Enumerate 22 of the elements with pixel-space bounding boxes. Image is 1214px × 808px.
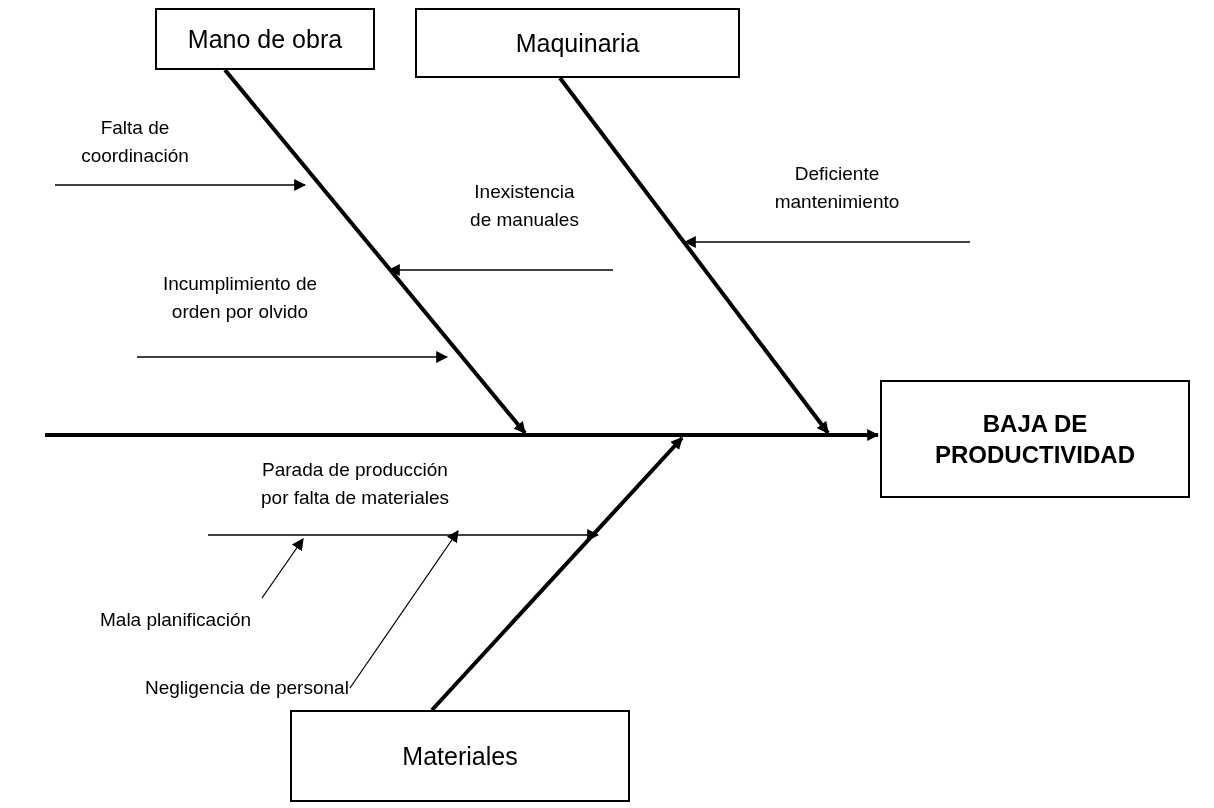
category-box: Maquinaria xyxy=(415,8,740,78)
arrow xyxy=(261,538,304,599)
arrow xyxy=(349,530,459,689)
arrow xyxy=(430,436,684,712)
category-box: Mano de obra xyxy=(155,8,375,70)
arrow xyxy=(207,529,600,541)
cause-label: Inexistencia de manuales xyxy=(462,178,587,234)
cause-label: Parada de producción por falta de materiales xyxy=(255,456,455,512)
effect-box: BAJA DE PRODUCTIVIDAD xyxy=(880,380,1190,498)
cause-label: Deficiente mantenimiento xyxy=(762,160,912,216)
cause-label: Falta de coordinación xyxy=(55,114,215,170)
arrow xyxy=(683,236,971,248)
cause-label: Negligencia de personal xyxy=(145,674,349,702)
arrow xyxy=(558,76,830,435)
arrow xyxy=(45,429,880,441)
arrow xyxy=(387,264,614,276)
arrow xyxy=(54,179,307,191)
cause-label: Incumplimiento de orden por olvido xyxy=(140,270,340,326)
category-box: Materiales xyxy=(290,710,630,802)
cause-label: Mala planificación xyxy=(100,606,252,634)
arrow xyxy=(223,68,527,435)
arrow xyxy=(136,351,449,363)
